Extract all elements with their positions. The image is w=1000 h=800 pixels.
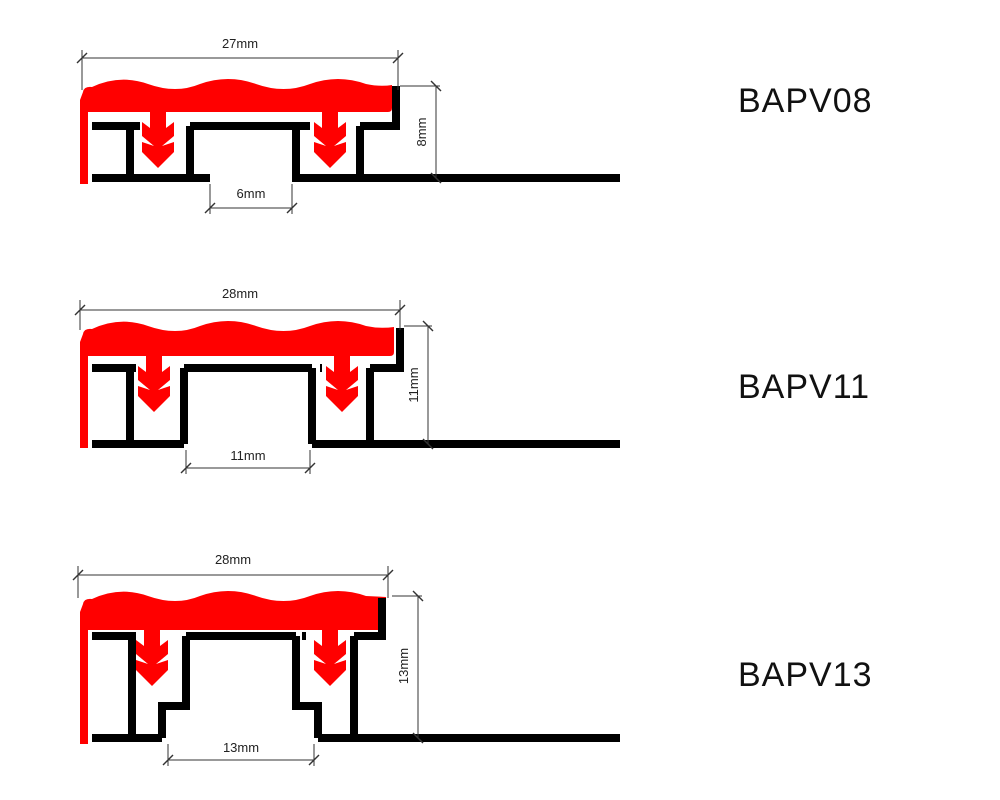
red-barb <box>138 356 170 412</box>
height-label: 8mm <box>414 118 429 147</box>
red-insert <box>80 591 386 744</box>
top-width-label: 27mm <box>222 36 258 51</box>
aluminium-profile <box>92 598 620 742</box>
top-width-label: 28mm <box>222 286 258 301</box>
channel-width-label: 13mm <box>223 740 259 755</box>
dimension-height: 8mm <box>400 80 442 184</box>
red-insert <box>80 79 392 184</box>
profile-bapv08: 27mm 8mm 6mm <box>76 36 620 214</box>
red-barb <box>326 356 358 412</box>
dimension-height: 11mm <box>404 320 434 450</box>
red-barb <box>314 112 346 168</box>
top-width-label: 28mm <box>215 552 251 567</box>
red-barb <box>136 630 168 686</box>
dimension-channel-width: 13mm <box>162 740 320 766</box>
dimension-channel-width: 6mm <box>204 184 298 214</box>
profile-bapv13: 28mm 13mm 13mm <box>72 552 620 766</box>
dimension-height: 13mm <box>392 590 424 744</box>
channel-width-label: 6mm <box>237 186 266 201</box>
dimension-top-width: 27mm <box>76 36 404 90</box>
model-label-bapv13: BAPV13 <box>738 656 873 694</box>
red-barb <box>314 630 346 686</box>
dimension-top-width: 28mm <box>74 286 406 330</box>
model-label-bapv08: BAPV08 <box>738 82 873 120</box>
dimension-top-width: 28mm <box>72 552 394 598</box>
height-label: 11mm <box>406 367 421 402</box>
channel-width-label: 11mm <box>230 448 265 463</box>
dimension-channel-width: 11mm <box>180 448 316 474</box>
profile-bapv11: 28mm 11mm 11mm <box>74 286 620 474</box>
height-label: 13mm <box>396 648 411 684</box>
aluminium-profile <box>92 86 620 182</box>
red-barb <box>142 112 174 168</box>
red-insert <box>80 321 394 448</box>
model-label-bapv11: BAPV11 <box>738 368 871 406</box>
aluminium-profile <box>92 328 620 448</box>
